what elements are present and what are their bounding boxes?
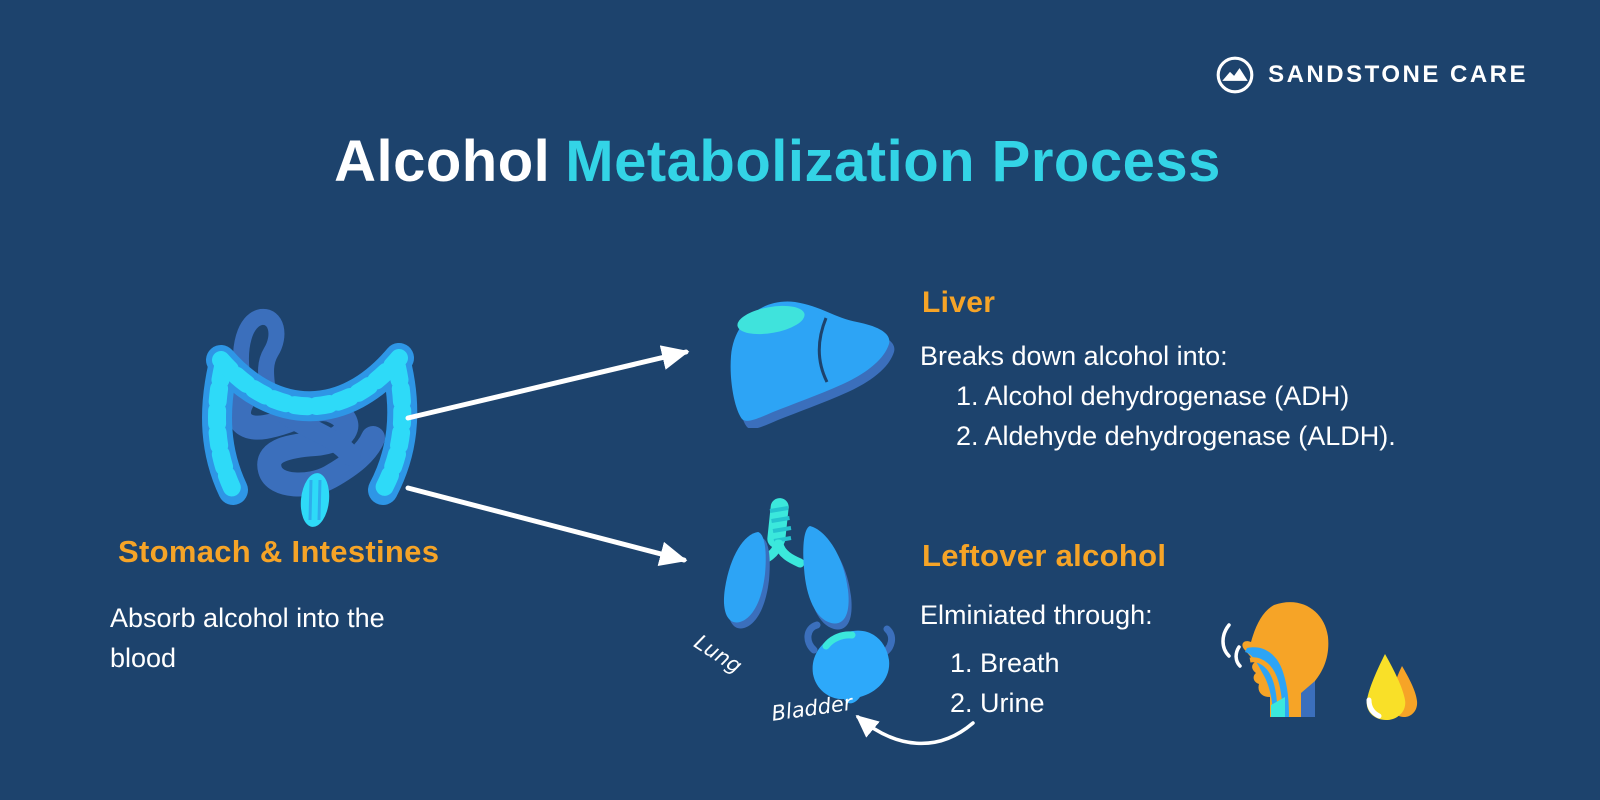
leftover-intro: Elminiated through: (920, 600, 1153, 630)
liver-intro: Breaks down alcohol into: (920, 341, 1228, 371)
leftover-item-1: 1. Breath (950, 648, 1060, 678)
leftover-item-2: 2. Urine (950, 688, 1045, 718)
stomach-intestines-icon (185, 292, 435, 527)
liver-icon (695, 278, 895, 428)
lung-label: Lung (689, 630, 747, 679)
title-part-1: Alcohol (334, 129, 551, 194)
liver-item-2: 2. Aldehyde dehydrogenase (ALDH). (956, 421, 1396, 451)
urine-drops-icon (1342, 650, 1420, 722)
arrow-intestines-to-liver (405, 345, 690, 421)
stomach-heading: Stomach & Intestines (118, 534, 440, 569)
title-part-2: Metabolization Process (565, 129, 1221, 194)
breath-head-icon (1212, 592, 1342, 727)
leftover-heading: Leftover alcohol (922, 538, 1167, 573)
arrow-intestines-to-lungs (405, 485, 688, 567)
bladder-icon (798, 616, 898, 708)
liver-heading: Liver (922, 286, 996, 319)
stomach-description: Absorb alcohol into the blood (110, 603, 385, 673)
mountain-circle-icon (1215, 55, 1255, 95)
bladder-label: Bladder (770, 690, 854, 726)
brand-logo: SANDSTONE CARE (1215, 55, 1528, 95)
lungs-icon (712, 492, 872, 632)
arrow-curved-to-bladder (855, 714, 975, 745)
liver-item-1: 1. Alcohol dehydrogenase (ADH) (956, 381, 1350, 411)
brand-name: SANDSTONE CARE (1268, 61, 1528, 88)
